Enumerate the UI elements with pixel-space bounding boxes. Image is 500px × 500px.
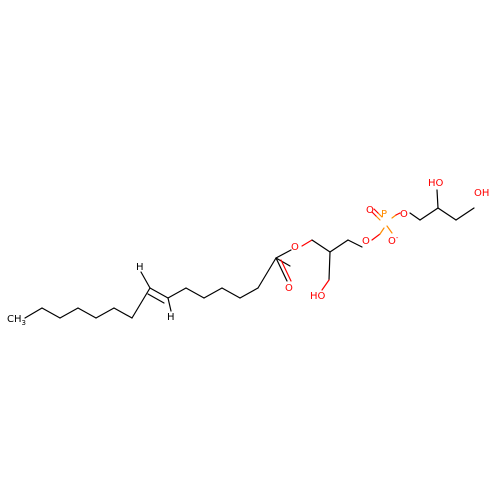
label-h-top: H: [136, 262, 144, 273]
bond-p-o-right-o: [395, 212, 401, 216]
bond-c7-c8: [131, 287, 151, 319]
bond-o-ch2: [409, 212, 421, 221]
label-h-bottom: H: [167, 312, 175, 323]
bond-ch2-oh: [321, 279, 330, 291]
bond-ch-ch2: [437, 207, 457, 221]
bond-o-p-left-p: [379, 227, 385, 235]
bond-c15-c16: [275, 257, 291, 267]
bond-carbonyl-double: [280, 259, 292, 282]
phosphate-group: [371, 208, 401, 241]
bond-p-o-right: [391, 214, 397, 219]
bond-c4-c5: [77, 307, 97, 319]
bond-c3-c4: [59, 307, 79, 319]
bond-p-ominus: [386, 225, 393, 234]
bond-p-o-double-2: [371, 211, 377, 217]
ester-group: [275, 239, 331, 282]
label-ho-mid: HO: [428, 178, 444, 189]
bond-c2-c3-gly: [329, 239, 349, 253]
label-o-carbonyl: O: [285, 283, 293, 294]
bond-c11-c12: [203, 287, 223, 299]
bond-c13-c14: [239, 287, 259, 299]
bond-c12-c13: [221, 287, 241, 299]
bond-c8-c9: [149, 287, 169, 299]
bond-o-p-left: [371, 233, 381, 241]
label-o-glyc: O: [400, 209, 408, 220]
bond-p-o-double-b2: [373, 208, 379, 214]
glycerol-backbone: [321, 239, 363, 291]
label-ch3: CH3: [7, 314, 26, 327]
label-o-phos-link: O: [362, 236, 370, 247]
label-ho-left: HO: [310, 291, 326, 302]
carbon-chain: [24, 257, 291, 319]
bond-c2-c3: [41, 307, 61, 319]
bond-p-o-double-b: [377, 212, 383, 218]
bond-c5-c6: [95, 307, 115, 319]
bond-ester-o-right: [301, 239, 313, 247]
bond-c14-c15: [257, 257, 277, 289]
label-p: P: [381, 209, 387, 220]
bond-c3-o: [347, 239, 363, 248]
bond-p-o-double: [375, 215, 381, 221]
bond-ch2-ch: [419, 207, 439, 221]
label-oh-right: OH: [474, 188, 489, 199]
bond-c9-h: [167, 297, 172, 312]
bond-o-glycerol: [311, 239, 331, 253]
bond-c9-c10: [167, 287, 187, 299]
bond-c6-c7: [113, 307, 133, 319]
label-o-minus: O-: [388, 234, 399, 247]
bond-ch2-oh-end: [455, 207, 475, 221]
label-o-double: O: [366, 205, 374, 216]
atom-labels: CH3 H H O O HO O O P O- O HO OH: [7, 178, 489, 327]
bond-c2-ch2oh: [328, 251, 331, 281]
bond-carbonyl-c-o: [275, 257, 288, 282]
bond-c1-c2: [24, 307, 43, 319]
glycerol-head: [409, 189, 475, 221]
bond-c10-c11: [185, 287, 205, 299]
label-o-ester: O: [291, 242, 299, 253]
bond-ester-c-o: [275, 249, 292, 259]
bond-c8-h: [140, 271, 151, 289]
bond-c8-c9-double: [147, 293, 165, 304]
bond-ch-oh: [436, 189, 439, 209]
